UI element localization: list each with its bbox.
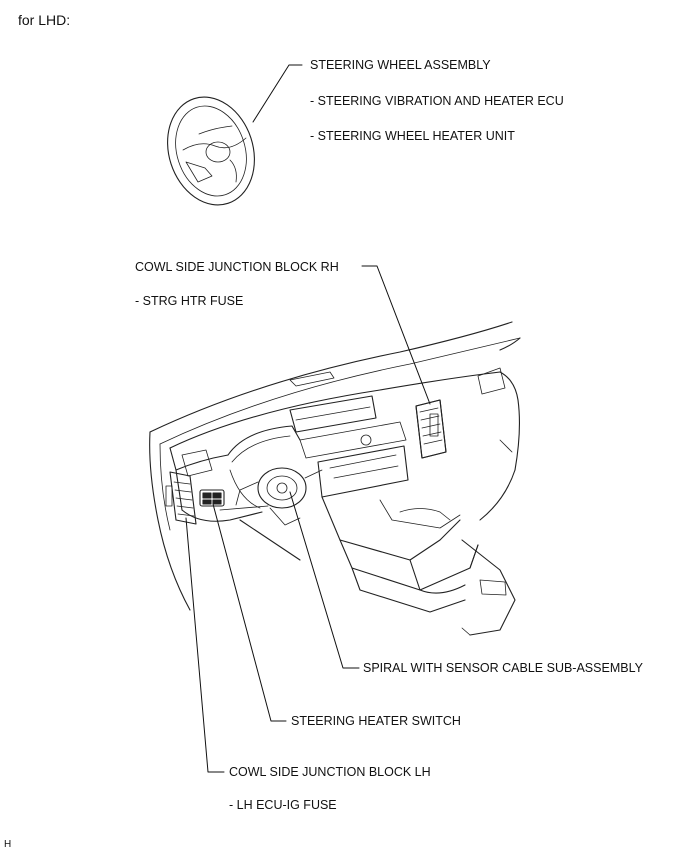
label-steering-heater-switch: STEERING HEATER SWITCH xyxy=(291,714,461,728)
label-spiral-with-sensor-cable: SPIRAL WITH SENSOR CABLE SUB-ASSEMBLY xyxy=(363,661,643,675)
steering-wheel-drawing xyxy=(167,96,255,206)
label-steering-wheel-heater-unit: - STEERING WHEEL HEATER UNIT xyxy=(310,129,515,143)
label-cowl-side-junction-block-lh: COWL SIDE JUNCTION BLOCK LH xyxy=(229,765,431,779)
cowl-side-junction-block-rh-drawing xyxy=(415,399,447,459)
vehicle-variant-heading: for LHD: xyxy=(18,12,71,28)
dashboard-drawing xyxy=(149,321,521,636)
label-cowl-side-junction-block-rh: COWL SIDE JUNCTION BLOCK RH xyxy=(135,260,339,274)
label-strg-htr-fuse: - STRG HTR FUSE xyxy=(135,294,244,308)
corner-mark: H xyxy=(4,839,12,850)
leader-lines xyxy=(185,64,431,773)
label-steering-wheel-assembly: STEERING WHEEL ASSEMBLY xyxy=(310,58,491,72)
label-steering-vibration-heater-ecu: - STEERING VIBRATION AND HEATER ECU xyxy=(310,94,564,108)
label-lh-ecu-ig-fuse: - LH ECU-IG FUSE xyxy=(229,798,337,812)
cowl-side-junction-block-lh-drawing xyxy=(165,471,197,525)
steering-heater-switch-drawing xyxy=(199,489,225,507)
